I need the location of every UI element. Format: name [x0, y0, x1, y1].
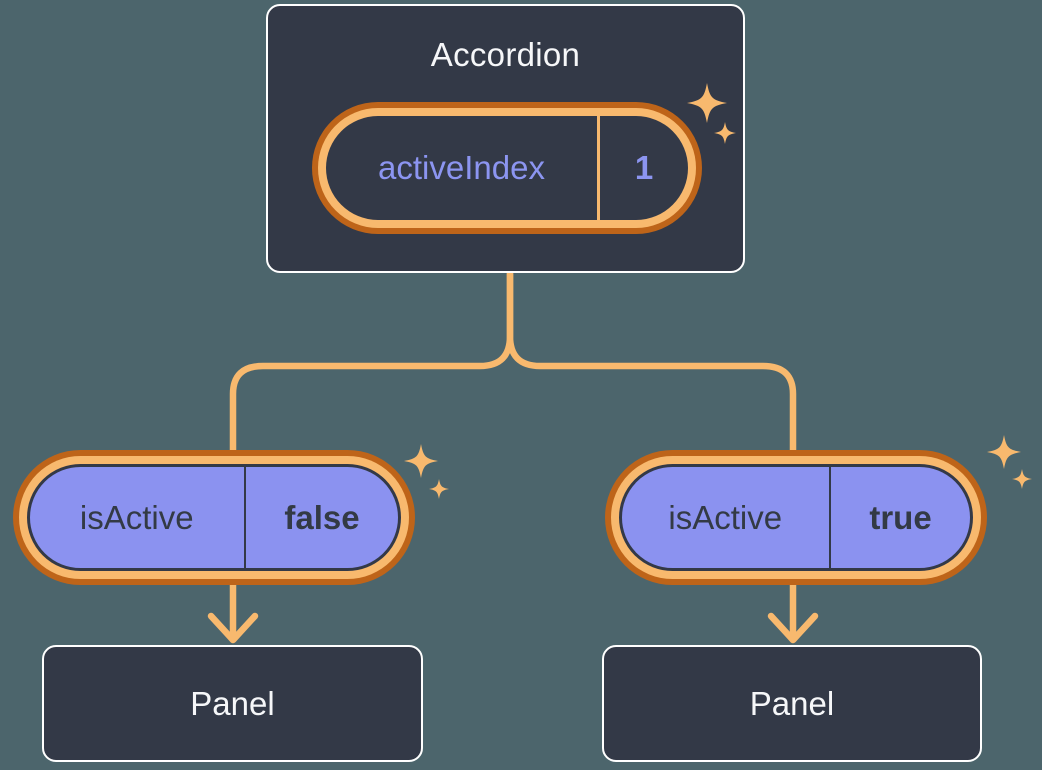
- state-pill: activeIndex 1: [326, 116, 688, 220]
- accordion-node: Accordion activeIndex 1: [266, 4, 745, 273]
- panel-title: Panel: [749, 684, 835, 722]
- state-name: activeIndex: [378, 149, 545, 186]
- connector-right-branch: [506, 270, 797, 643]
- pill-divider: [828, 467, 831, 568]
- pill-divider: [243, 467, 246, 568]
- pill-divider: [597, 116, 600, 220]
- arrow-down-left-icon: [207, 612, 259, 644]
- panel-title: Panel: [190, 684, 275, 722]
- arrow-down-right-icon: [767, 612, 819, 644]
- state-value: 1: [634, 149, 654, 186]
- prop-value: true: [869, 498, 932, 536]
- panel-node-right: Panel: [602, 645, 982, 762]
- prop-name: isActive: [79, 498, 194, 536]
- accordion-title: Accordion: [430, 36, 581, 73]
- connector-left-branch: [229, 270, 514, 643]
- prop-pill-right: isActive true: [619, 464, 973, 571]
- prop-value: false: [284, 498, 360, 536]
- panel-node-left: Panel: [42, 645, 423, 762]
- prop-pill-left: isActive false: [27, 464, 401, 571]
- prop-name: isActive: [668, 498, 783, 536]
